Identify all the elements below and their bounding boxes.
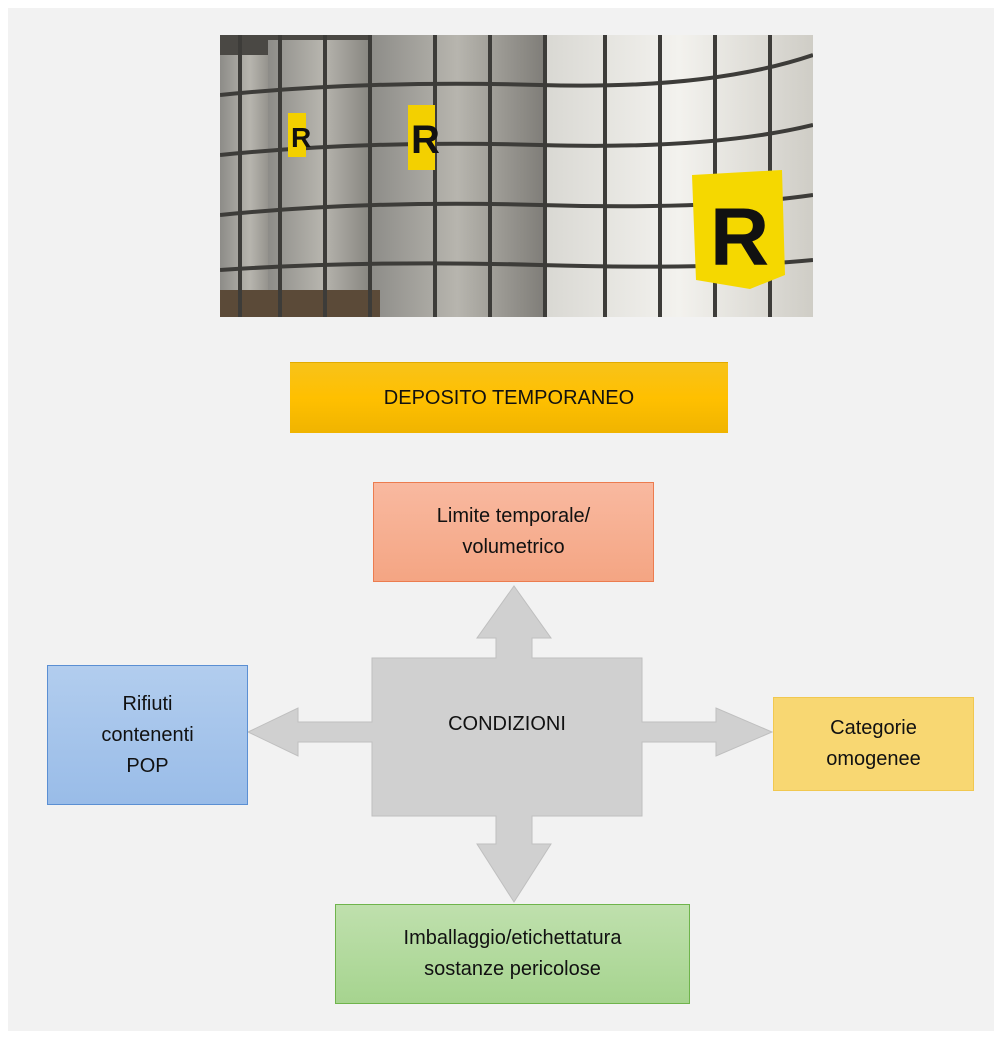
center-label: CONDIZIONI — [372, 704, 642, 744]
box-limite-temporale: Limite temporale/ volumetrico — [373, 482, 654, 582]
title-box: DEPOSITO TEMPORANEO — [290, 362, 728, 433]
title-label: DEPOSITO TEMPORANEO — [383, 386, 635, 409]
box-categorie-omogenee: Categorie omogenee — [773, 697, 974, 791]
box-line: contenenti — [101, 723, 194, 746]
photo-image: R R R — [220, 35, 813, 317]
box-line: Imballaggio/etichettatura — [403, 927, 622, 949]
box-line: Rifiuti — [122, 692, 173, 715]
box-line: volumetrico — [462, 536, 565, 558]
center-text: CONDIZIONI — [448, 712, 566, 735]
photo-label-r: R — [710, 192, 769, 283]
box-line: sostanze pericolose — [424, 958, 601, 980]
photo-label-r: R — [411, 118, 440, 162]
box-imballaggio: Imballaggio/etichettatura sostanze peric… — [335, 904, 690, 1004]
box-line: Categorie — [830, 717, 917, 739]
box-line: Limite temporale/ — [436, 505, 591, 527]
box-rifiuti-pop: Rifiuti contenenti POP — [47, 665, 248, 805]
box-line: omogenee — [826, 748, 921, 770]
box-line: POP — [126, 754, 169, 777]
photo-label-r: R — [291, 122, 311, 153]
four-way-arrow-shape — [246, 585, 774, 903]
